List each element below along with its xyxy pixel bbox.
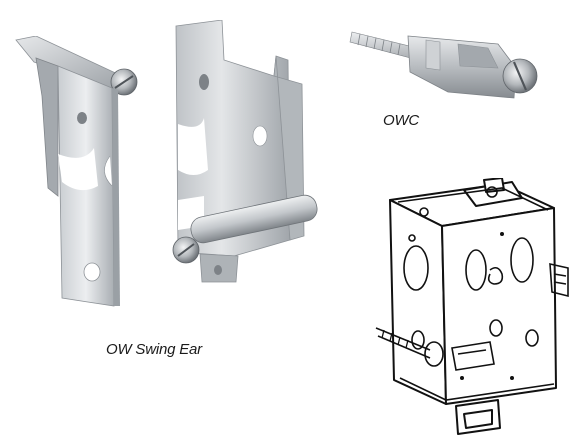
owc-caption: OWC — [383, 112, 420, 129]
ow-swing-ear-caption: OW Swing Ear — [106, 341, 202, 358]
switch-box-line-art — [372, 178, 572, 444]
owc-clip — [348, 14, 543, 110]
ow-swing-ear-bracket-side — [164, 20, 324, 320]
ow-swing-ear-bracket-front — [14, 36, 144, 316]
